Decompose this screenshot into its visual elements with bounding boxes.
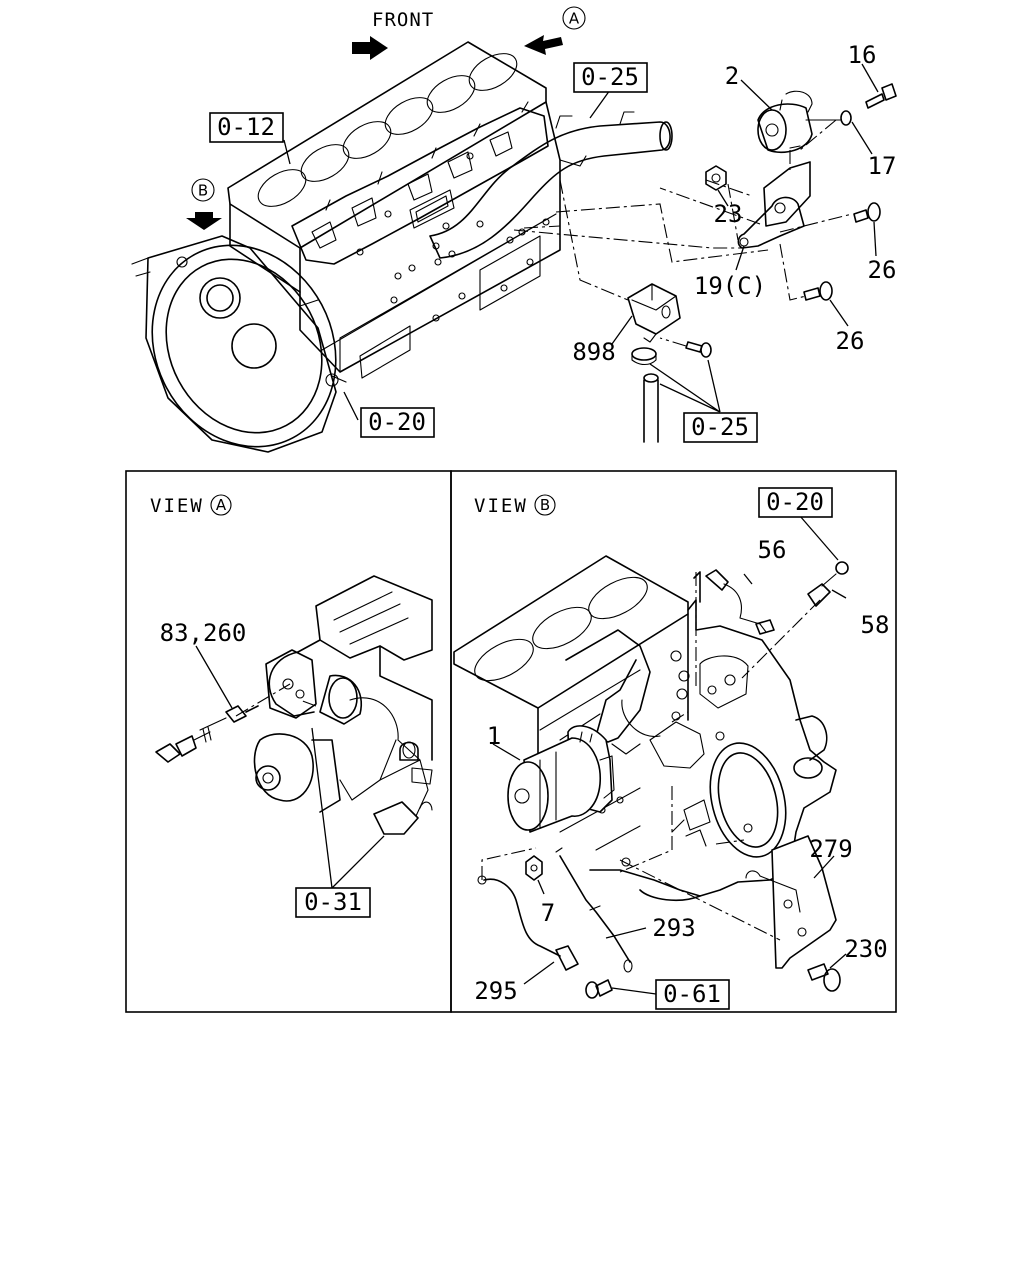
component-898-sensor	[627, 283, 681, 343]
callout-26-lower: 26	[836, 327, 865, 355]
exhaust-manifold	[291, 101, 549, 265]
ref-0-61: 0-61	[663, 980, 721, 1008]
view-a: VIEW A	[150, 494, 433, 918]
component-898-clamp	[631, 347, 657, 366]
callout-1: 1	[487, 722, 501, 750]
ref-0-20-view-b: 0-20	[766, 488, 824, 516]
svg-text:B: B	[198, 182, 208, 200]
view-a-title-marker: A	[210, 494, 232, 516]
front-label: FRONT	[372, 9, 434, 31]
nut-7	[525, 855, 543, 881]
component-26-bolt-upper	[853, 202, 881, 223]
flywheel-housing	[131, 235, 347, 453]
exhaust-pipe	[429, 111, 673, 259]
callout-279: 279	[809, 835, 852, 863]
callout-293: 293	[652, 914, 695, 942]
callout-56: 56	[758, 536, 787, 564]
callout-16: 16	[848, 41, 877, 69]
view-b-arrow-icon	[186, 212, 222, 230]
starter-motor-1	[507, 725, 615, 833]
callout-17: 17	[868, 152, 897, 180]
ground-cable-293	[555, 847, 633, 973]
ref-box-0-20-view-b	[758, 487, 833, 518]
view-a-marker: A	[562, 6, 586, 30]
view-b-marker: B	[191, 178, 215, 202]
callout-2: 2	[725, 62, 739, 90]
front-arrow-icon	[352, 36, 388, 60]
cylinder-block	[227, 41, 561, 379]
bolt-230	[807, 963, 841, 992]
view-a-panel	[125, 470, 452, 1013]
svg-text:A: A	[216, 496, 227, 514]
component-2-actuator	[757, 90, 841, 154]
component-898-hose	[643, 373, 659, 443]
ref-box-0-31	[295, 887, 371, 918]
view-a-title: VIEW	[150, 495, 204, 517]
component-26-bolt-lower	[803, 281, 833, 301]
ref-box-0-20	[360, 407, 435, 438]
ref-box-0-25-bottom	[683, 412, 758, 443]
temperature-sensor-83-260	[155, 705, 259, 763]
ref-box-0-25-top	[573, 62, 648, 93]
callout-230: 230	[844, 935, 887, 963]
ref-0-25-bottom: 0-25	[691, 413, 749, 441]
callout-58: 58	[861, 611, 890, 639]
callout-898: 898	[572, 338, 615, 366]
view-b: VIEW B	[453, 487, 890, 1010]
svg-text:A: A	[569, 10, 580, 28]
callout-19c: 19(C)	[694, 272, 766, 300]
sensor-56	[705, 569, 775, 635]
ref-0-25-top: 0-25	[581, 63, 639, 91]
view-a-arrow-icon	[524, 35, 563, 55]
ref-0-20: 0-20	[368, 408, 426, 436]
component-16-bolt	[865, 83, 897, 109]
callout-26-upper: 26	[868, 256, 897, 284]
bolt-0-61	[585, 979, 613, 999]
clip-58	[807, 561, 849, 607]
ref-0-31: 0-31	[304, 888, 362, 916]
bracket-279	[745, 835, 837, 969]
harness-295	[477, 875, 579, 971]
view-b-panel	[450, 470, 897, 1013]
engine-front-section	[253, 575, 433, 835]
component-bracket	[737, 161, 811, 249]
component-23-nut	[705, 165, 727, 191]
view-b-title-marker: B	[534, 494, 556, 516]
svg-text:B: B	[540, 496, 550, 514]
callout-295: 295	[474, 977, 517, 1005]
callout-23: 23	[714, 200, 743, 228]
component-898-bolt	[685, 341, 712, 358]
ref-box-0-12	[209, 112, 284, 143]
ref-0-12: 0-12	[217, 113, 275, 141]
callout-7: 7	[541, 899, 555, 927]
engine-overview: FRONT A B	[131, 6, 897, 453]
ref-box-0-61	[655, 979, 730, 1010]
view-b-title: VIEW	[474, 495, 528, 517]
component-17-washer	[840, 110, 852, 126]
callout-83-260: 83,260	[160, 619, 247, 647]
